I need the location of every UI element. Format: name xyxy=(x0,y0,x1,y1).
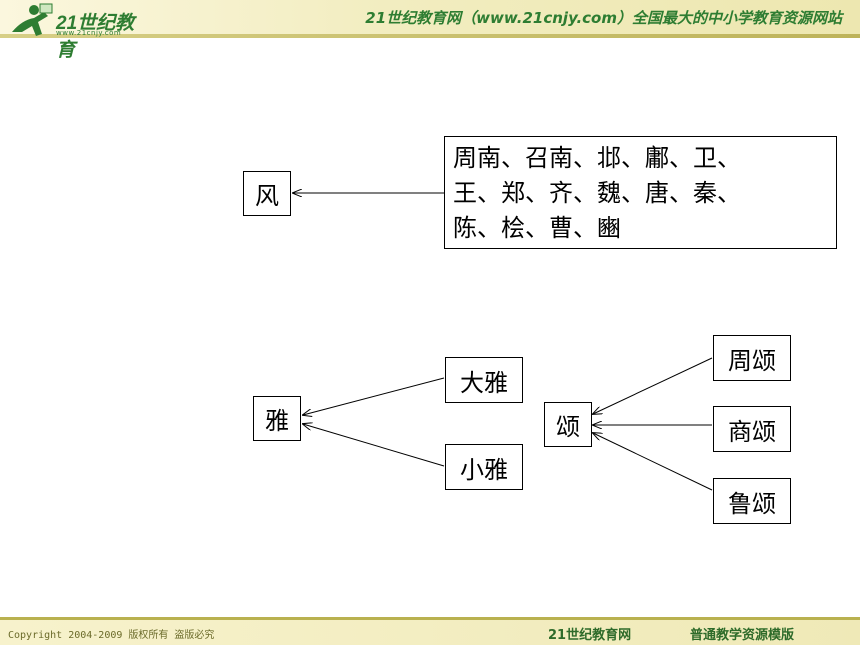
feng-items-line-3: 陈、桧、曹、豳 xyxy=(453,214,621,242)
xiaoya-box: 小雅 xyxy=(445,444,523,490)
feng-items-line-1: 周南、召南、邶、鄘、卫、 xyxy=(453,144,741,172)
header-title[interactable]: 21世纪教育网（www.21cnjy.com）全国最大的中小学教育资源网站 xyxy=(365,9,842,27)
logo-text: 21世纪教育 xyxy=(56,13,135,61)
feng-items-box: 周南、召南、邶、鄘、卫、 王、郑、齐、魏、唐、秦、 陈、桧、曹、豳 xyxy=(444,136,837,249)
shangsong-box: 商颂 xyxy=(713,406,791,452)
arrow-xiaoya-to-ya xyxy=(303,424,445,467)
zhousong-box: 周颂 xyxy=(713,335,791,381)
daya-box: 大雅 xyxy=(445,357,523,403)
header-bar xyxy=(0,0,860,34)
song-box: 颂 xyxy=(544,402,592,447)
footer-template-name: 普通教学资源模版 xyxy=(690,628,795,643)
arrow-zhousong-to-song xyxy=(593,357,713,414)
runner-logo-icon xyxy=(12,3,53,36)
footer-bar: Copyright 2004-2009 版权所有 盗版必究 21世纪教育网 普通… xyxy=(0,620,860,645)
logo-url: www.21cnjy.com xyxy=(56,29,122,37)
footer-divider xyxy=(0,617,860,620)
footer-copyright: Copyright 2004-2009 版权所有 盗版必究 xyxy=(8,630,215,641)
feng-box: 风 xyxy=(243,171,291,216)
arrow-daya-to-ya xyxy=(303,377,445,415)
arrow-lusong-to-song xyxy=(593,433,713,491)
ya-box: 雅 xyxy=(253,396,301,441)
site-logo[interactable]: 21世纪教育 www.21cnjy.com xyxy=(4,2,144,61)
header-divider xyxy=(0,34,860,38)
feng-items-line-2: 王、郑、齐、魏、唐、秦、 xyxy=(453,179,741,207)
lusong-box: 鲁颂 xyxy=(713,478,791,524)
footer-site-name[interactable]: 21世纪教育网 xyxy=(548,628,632,643)
